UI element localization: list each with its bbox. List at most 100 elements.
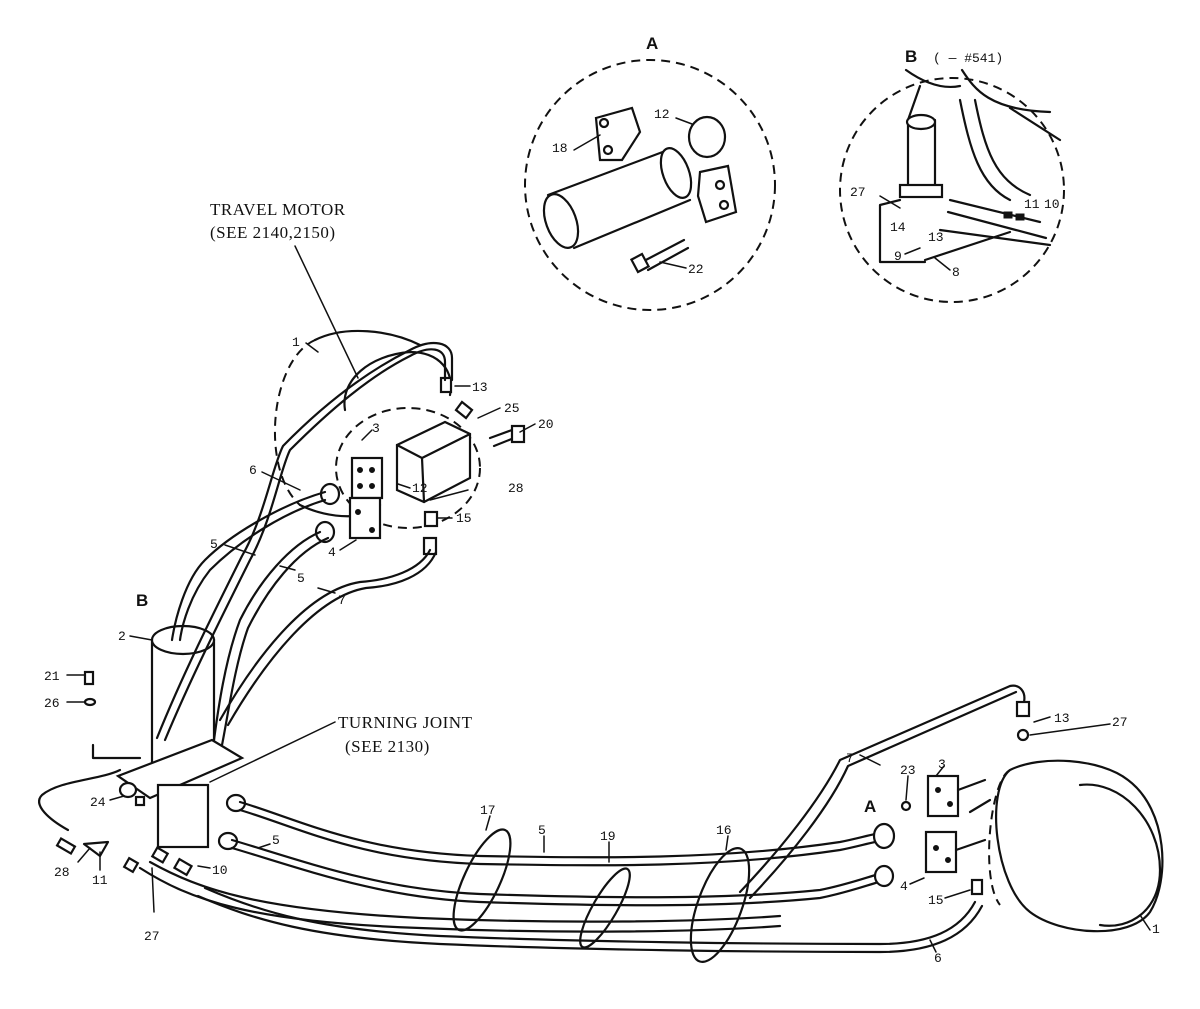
detail-a-bolt-hole xyxy=(718,199,730,211)
part-number-label: 12 xyxy=(654,107,670,122)
detail-a-pipe xyxy=(546,148,692,250)
detail-a-bolt-hole xyxy=(602,144,614,156)
pipe-7-upper xyxy=(218,548,432,722)
part-number-label: 27 xyxy=(1112,715,1128,730)
turning-joint-leader-bracket xyxy=(91,743,142,760)
detail-a-bolt-hole xyxy=(598,117,610,129)
part-number-label: 5 xyxy=(297,571,305,586)
hose-6-lower-b xyxy=(196,894,984,954)
drain-fitting xyxy=(55,837,77,855)
turning-joint-flange xyxy=(115,738,245,800)
fitting-27-lower xyxy=(1016,728,1030,742)
fitting-25 xyxy=(454,400,474,420)
split-flange-4-lower xyxy=(924,830,958,874)
piping xyxy=(38,341,1026,963)
part-number-label: 15 xyxy=(928,893,944,908)
detail-a-marker: A xyxy=(864,797,876,816)
part-number-label: 22 xyxy=(688,262,704,277)
part-number-label: 6 xyxy=(934,951,942,966)
part-number-label: 24 xyxy=(90,795,106,810)
hose-5-bundle-1b xyxy=(238,808,888,867)
hose-5-bundle-1 xyxy=(238,800,888,859)
part-number-label: 5 xyxy=(272,833,280,848)
washer-26 xyxy=(83,697,97,707)
fitting-27 xyxy=(150,846,170,864)
detail-a-bolt xyxy=(640,238,690,272)
turning-joint xyxy=(83,624,247,851)
part-number-label: 27 xyxy=(144,929,160,944)
part-number-label: 12 xyxy=(412,481,428,496)
detail-a-split-flange-upper xyxy=(594,106,642,162)
part-number-label: 1 xyxy=(1152,922,1160,937)
part-number-label: 10 xyxy=(1044,197,1060,212)
detail-b-joint-top xyxy=(905,113,937,131)
part-number-label: 3 xyxy=(938,757,946,772)
detail-a-split-flange-lower xyxy=(696,164,738,224)
part-number-label: 5 xyxy=(538,823,546,838)
split-flange-3 xyxy=(350,456,384,500)
clamp-19 xyxy=(579,867,631,949)
detail-b-fitting xyxy=(1015,213,1025,221)
drain-hose xyxy=(38,768,122,832)
clamp-17 xyxy=(452,828,512,932)
motor-upper-back-edge xyxy=(274,339,316,506)
fitting-13-lower xyxy=(1015,700,1031,718)
detail-a: A 18 12 22 xyxy=(524,34,776,311)
part-number-label: 13 xyxy=(928,230,944,245)
fitting-15-lower xyxy=(970,878,984,896)
part-number-label: 21 xyxy=(44,669,60,684)
part-number-label: 5 xyxy=(210,537,218,552)
part-number-label: 23 xyxy=(900,763,916,778)
pipe-7-upper-b xyxy=(226,550,438,727)
hose-5-lower-port xyxy=(872,822,896,850)
part-number-label: 13 xyxy=(472,380,488,395)
travel-motor-upper xyxy=(274,329,526,556)
part-number-label: 15 xyxy=(456,511,472,526)
bolt-20 xyxy=(488,428,516,448)
bolt-20-head xyxy=(510,424,526,444)
clamp-16 xyxy=(689,847,751,963)
hose-5-upper xyxy=(170,490,327,642)
part-number-label: 3 xyxy=(372,421,380,436)
detail-b: B ( — #541) 27 14 13 11 10 9 8 xyxy=(839,47,1065,303)
leader xyxy=(934,257,951,271)
split-flange-3-lower xyxy=(926,774,960,818)
detail-a-circle xyxy=(524,59,776,311)
fitting-24 xyxy=(118,781,138,799)
fitting xyxy=(122,856,140,874)
leader-lines xyxy=(66,342,1111,953)
turning-joint-callout: TURNING JOINT xyxy=(338,713,473,732)
hose-5-bundle-2 xyxy=(230,838,888,899)
part-number-label: 1 xyxy=(292,335,300,350)
part-number-label: 14 xyxy=(890,220,906,235)
part-number-label: 20 xyxy=(538,417,554,432)
part-number-label: 28 xyxy=(54,865,70,880)
motor-lower-ports xyxy=(954,778,992,852)
part-number-label: 7 xyxy=(338,593,346,608)
hose-6-upper-b xyxy=(155,341,454,740)
hose-5-lower xyxy=(212,530,322,742)
part-number-label: 6 xyxy=(249,463,257,478)
fitting-24-plug xyxy=(134,795,146,807)
motor-lower-back-edge xyxy=(988,769,1011,906)
part-number-label: 2 xyxy=(118,629,126,644)
part-number-label: 25 xyxy=(504,401,520,416)
hose-5-upper-b xyxy=(178,498,327,642)
leader xyxy=(675,117,693,125)
part-number-label: 9 xyxy=(894,249,902,264)
part-number-label: 26 xyxy=(44,696,60,711)
detail-a-o-ring xyxy=(687,115,727,159)
leader xyxy=(573,134,601,151)
part-number-label: 10 xyxy=(212,863,228,878)
leader xyxy=(904,247,921,255)
part-number-label: 27 xyxy=(850,185,866,200)
part-number-label: 8 xyxy=(952,265,960,280)
part-number-label: 4 xyxy=(900,879,908,894)
travel-motor-leader xyxy=(294,245,359,379)
motor-upper-valve-edges xyxy=(395,432,472,504)
hose-5-port xyxy=(314,520,336,544)
part-number-label: 4 xyxy=(328,545,336,560)
pipe-7-lower xyxy=(738,684,1026,894)
hose-5-bundle-2b xyxy=(230,846,888,907)
